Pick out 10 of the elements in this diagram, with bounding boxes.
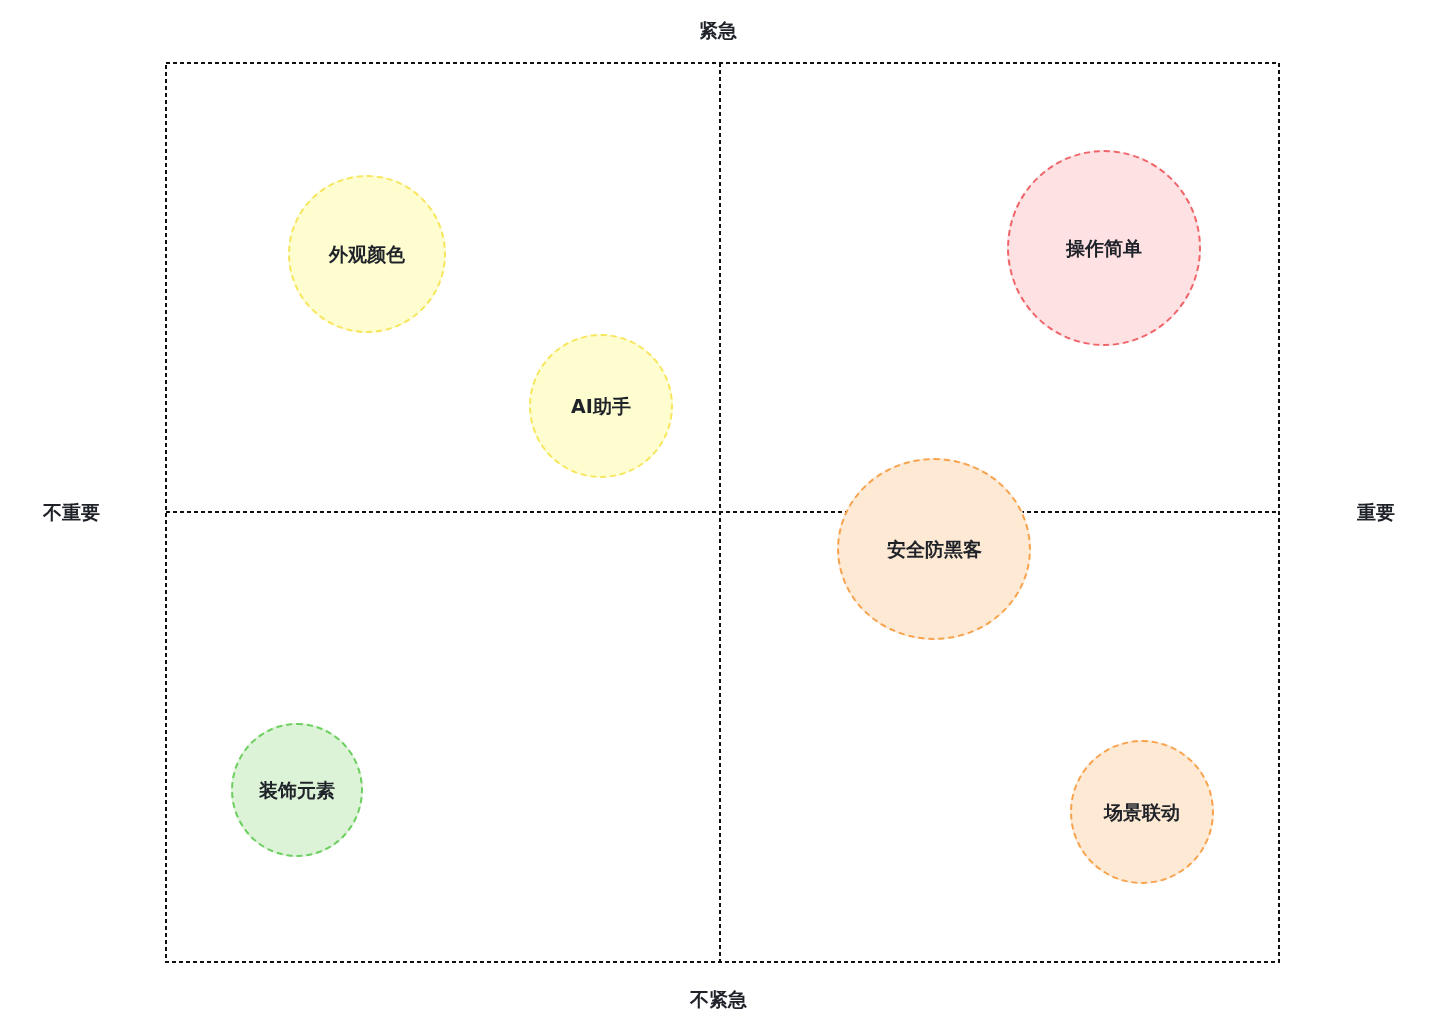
circle-label: 外观颜色 (329, 242, 405, 266)
axis-label: 不重要 (42, 500, 100, 524)
circle-label: 操作简单 (1066, 236, 1142, 260)
circle-label: 装饰元素 (259, 778, 335, 802)
circle-label: 安全防黑客 (886, 537, 982, 561)
circle-label: 场景联动 (1104, 800, 1180, 824)
axis-label: 不紧急 (689, 987, 747, 1011)
axis-label: 重要 (1357, 500, 1395, 524)
circle-label: AI助手 (571, 394, 631, 418)
axis-label: 紧急 (699, 18, 737, 42)
